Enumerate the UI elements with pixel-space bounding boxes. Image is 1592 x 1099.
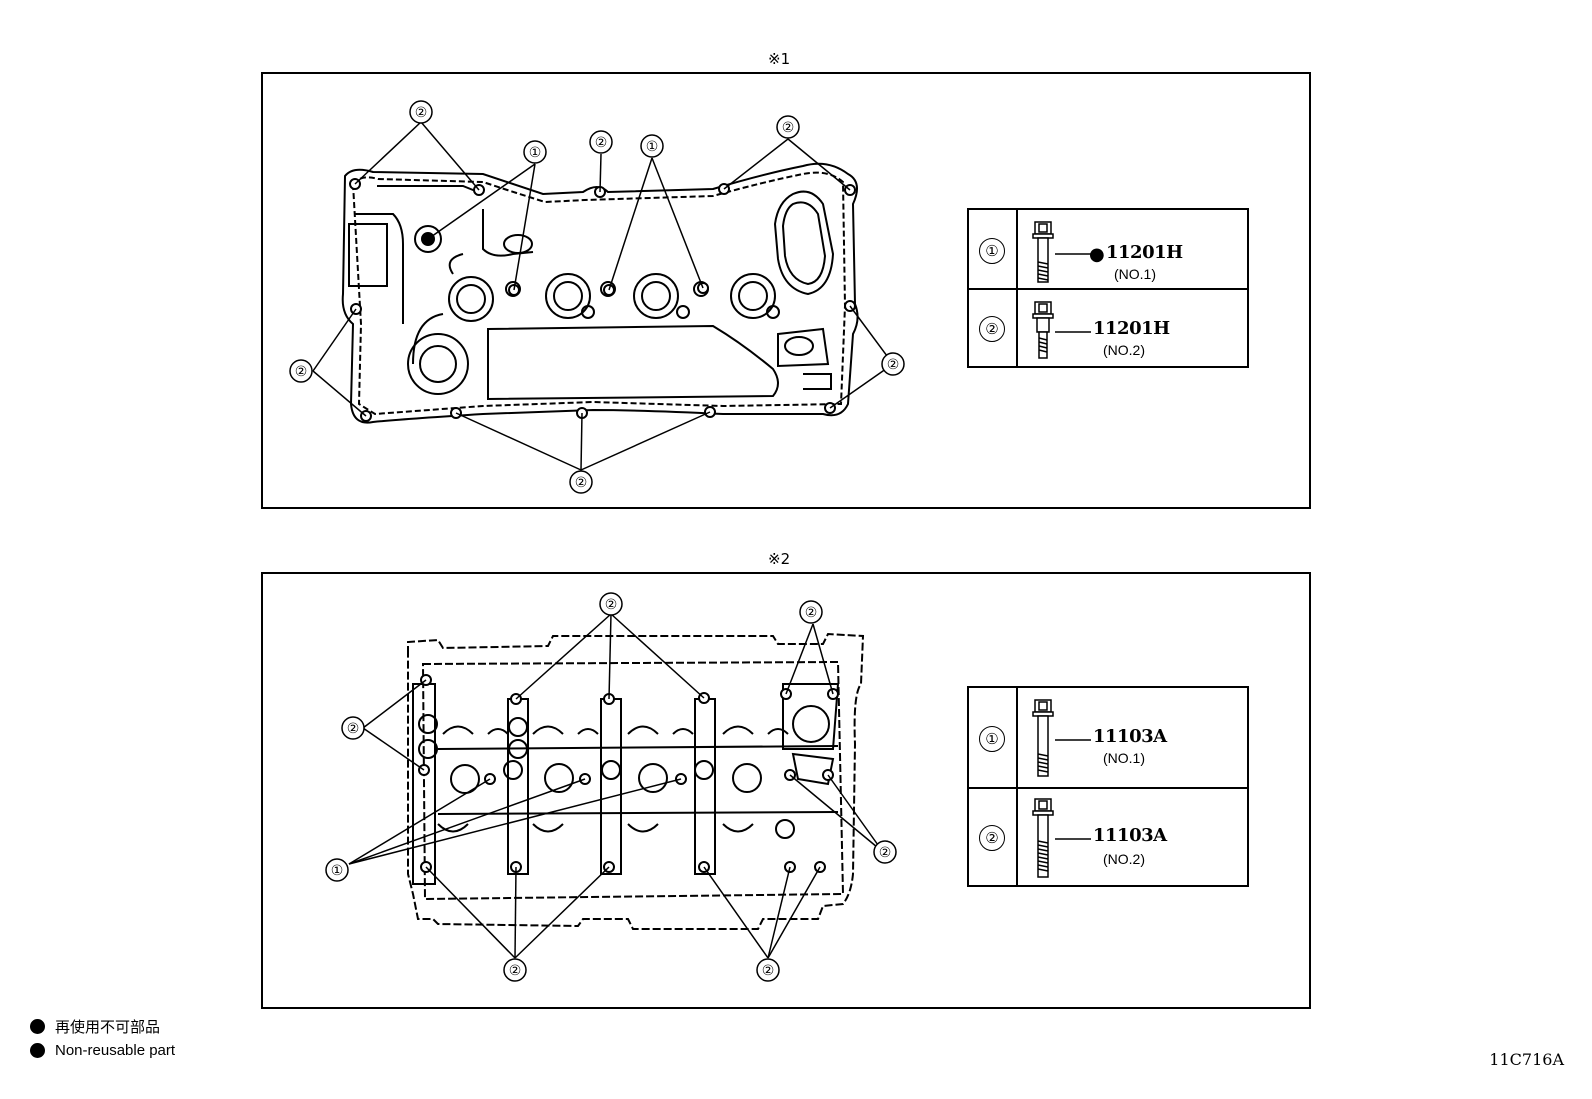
- callout-2: ②: [575, 475, 588, 491]
- note-non-reusable-en: Non-reusable part: [30, 1042, 175, 1059]
- callout-2: ②: [887, 357, 900, 373]
- note-non-reusable-jp: 再使用不可部品: [30, 1016, 160, 1037]
- figure-id: 11C716A: [1489, 1050, 1564, 1069]
- legend-part-number: 11103A: [1093, 825, 1167, 846]
- legend-part-number: 11103A: [1093, 726, 1167, 747]
- filled-dot-icon: [30, 1019, 45, 1034]
- callout-1: ①: [646, 139, 659, 155]
- legend-sub: (NO.2): [1103, 851, 1145, 867]
- panel2-cylinder-head: ② ② ② ② ② ② ① ① 11103A (NO.1): [261, 572, 1311, 1009]
- legend-row-2: ② 11201H (NO.2): [969, 290, 1247, 368]
- bolt-no2-icon: [1032, 301, 1054, 359]
- panel2-bolt-legend: ① 11103A (NO.1) ②: [967, 686, 1249, 887]
- panel2-mark: ※2: [768, 550, 791, 568]
- note-text-en: Non-reusable part: [55, 1042, 176, 1059]
- legend-number: ②: [979, 825, 1005, 851]
- callout-2: ②: [509, 963, 522, 979]
- callout-1: ①: [331, 863, 344, 879]
- legend-part-number: 11201H: [1106, 242, 1183, 263]
- legend-number: ②: [979, 316, 1005, 342]
- legend-number: ①: [979, 238, 1005, 264]
- legend-sub: (NO.1): [1114, 266, 1156, 282]
- legend-dot-icon: ●: [1089, 244, 1105, 265]
- legend-row-2: ② 11103A (NO.2): [969, 789, 1247, 887]
- callout-1: ①: [529, 145, 542, 161]
- filled-dot-icon: [30, 1043, 45, 1058]
- legend-row-1: ① 11103A (NO.1): [969, 688, 1247, 789]
- callout-2: ②: [879, 845, 892, 861]
- callout-2: ②: [805, 605, 818, 621]
- callout-2: ②: [782, 120, 795, 136]
- note-text-jp: 再使用不可部品: [55, 1018, 161, 1036]
- callout-2: ②: [295, 364, 308, 380]
- callout-2: ②: [415, 105, 428, 121]
- legend-number: ①: [979, 726, 1005, 752]
- cylinder-head-drawing: ② ② ② ② ② ② ①: [325, 592, 897, 982]
- legend-row-1: ① ● 11201H (NO.1): [969, 210, 1247, 290]
- legend-sub: (NO.1): [1103, 750, 1145, 766]
- panel1-mark: ※1: [768, 50, 791, 68]
- callout-2: ②: [762, 963, 775, 979]
- panel1-bolt-legend: ① ● 11201H (NO.1) ②: [967, 208, 1249, 368]
- legend-part-number: 11201H: [1093, 318, 1170, 339]
- legend-sub: (NO.2): [1103, 342, 1145, 358]
- callout-2: ②: [595, 135, 608, 151]
- cylinder-head-cover-drawing: ② ② ② ② ② ② ① ①: [289, 100, 905, 494]
- callout-2: ②: [605, 597, 618, 613]
- panel1-cylinder-head-cover: ② ② ② ② ② ② ① ① ① ● 11201H (NO.: [261, 72, 1311, 509]
- bolt-no1-icon: [1032, 699, 1054, 777]
- bolt-no1-icon: [1032, 221, 1054, 283]
- callout-2: ②: [347, 721, 360, 737]
- bolt-no2-icon: [1032, 798, 1054, 878]
